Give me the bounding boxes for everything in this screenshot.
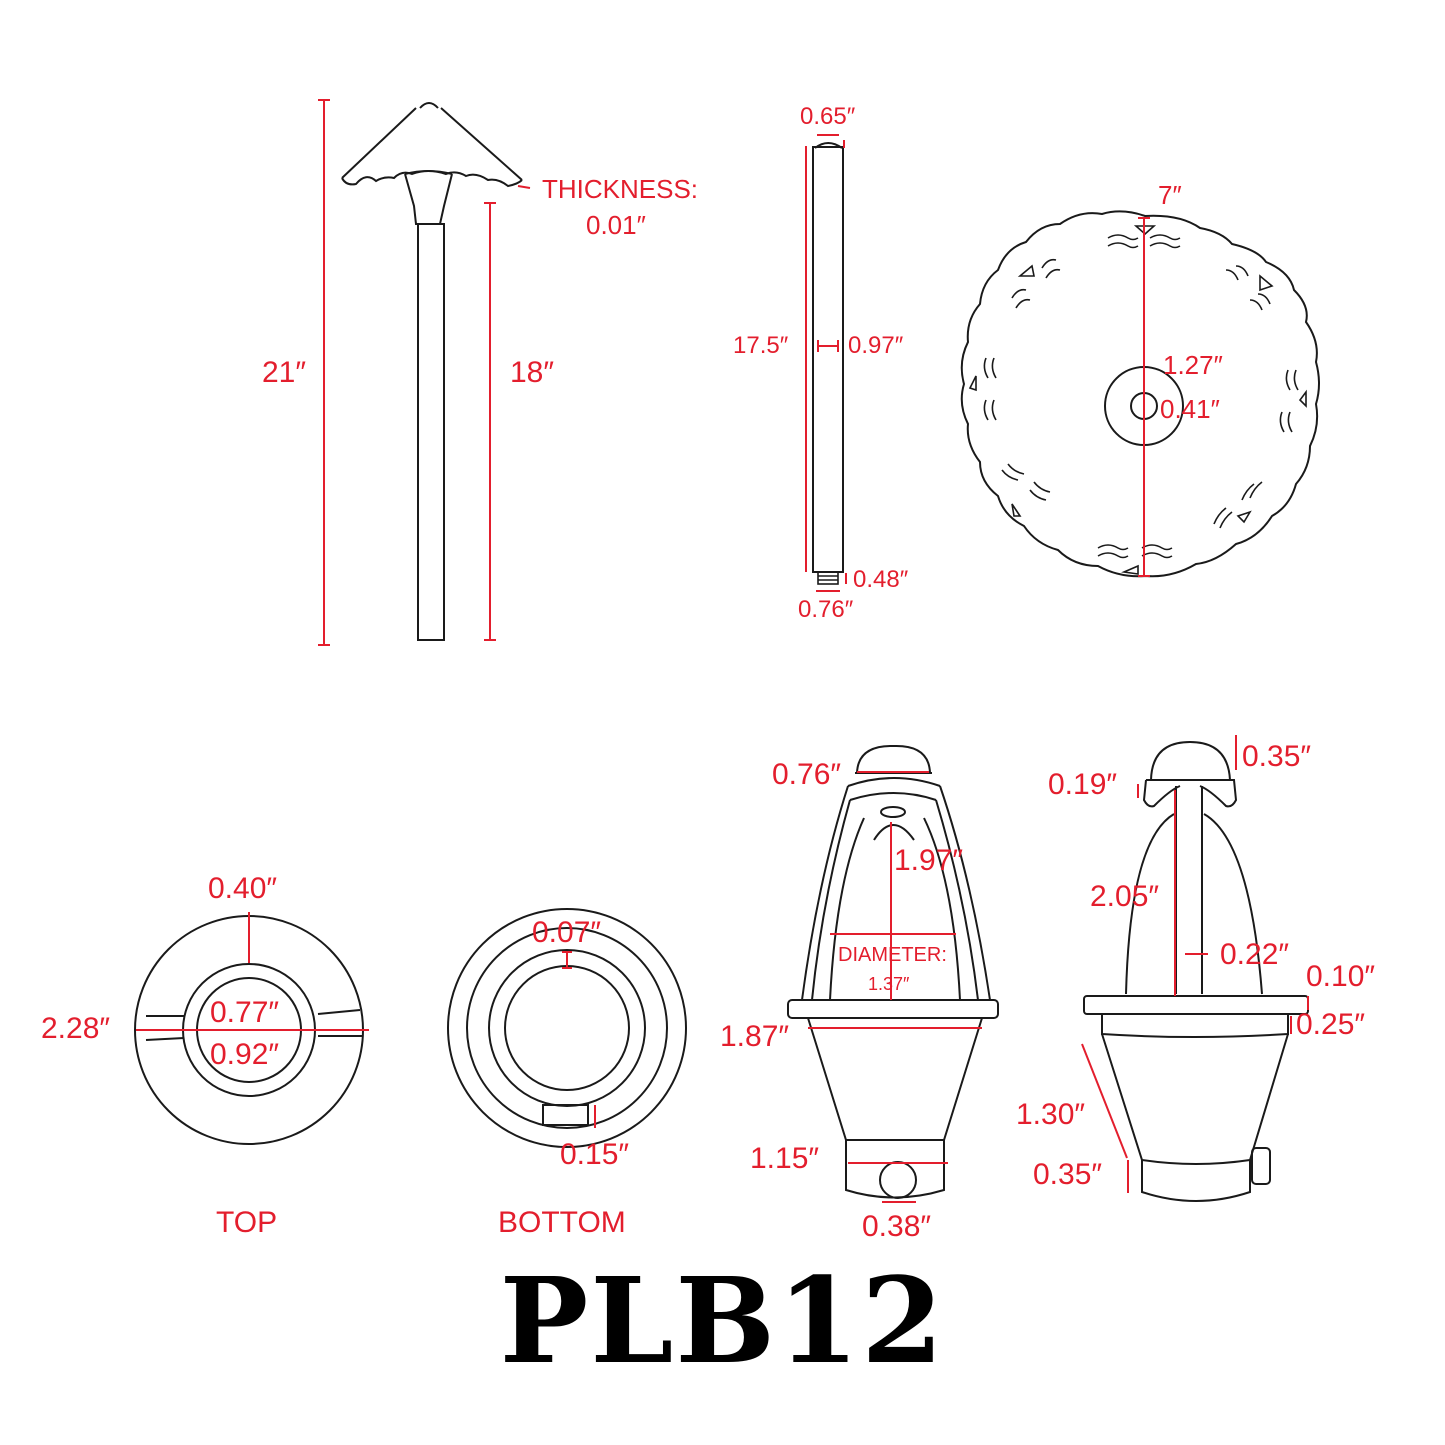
front-collar-width-label: 1.87″ <box>720 1020 790 1053</box>
side-view-drawing <box>1081 735 1309 1202</box>
bottom-view-drawing <box>447 908 687 1148</box>
bottom-view-caption: BOTTOM <box>498 1206 626 1239</box>
stem-length-label: 17.5″ <box>733 332 789 359</box>
front-diameter-label: DIAMETER: <box>838 944 947 966</box>
shade-ring-inner-label: 0.41″ <box>1160 394 1220 424</box>
front-knob-label: 0.38″ <box>862 1210 932 1243</box>
overall-height-label: 21″ <box>262 356 306 389</box>
front-cage-height-label: 1.97″ <box>894 844 964 877</box>
thickness-value: 0.01″ <box>586 210 646 240</box>
bottom-ring-gap-label: 0.07″ <box>532 916 602 949</box>
side-flange-label: 0.10″ <box>1306 960 1376 993</box>
thickness-label: THICKNESS: <box>542 174 699 204</box>
front-view-drawing <box>787 744 999 1203</box>
top-outer-diameter-label: 2.28″ <box>41 1012 111 1045</box>
side-collar-label: 0.25″ <box>1296 1008 1366 1041</box>
front-base-width-label: 1.15″ <box>750 1142 820 1175</box>
side-cap-rim-label: 0.19″ <box>1048 768 1118 801</box>
thread-diameter-label: 0.76″ <box>798 596 854 623</box>
top-wall-label: 0.40″ <box>208 872 278 905</box>
side-base-label: 0.35″ <box>1033 1158 1103 1191</box>
model-title: PLB12 <box>499 1251 946 1390</box>
shade-ring-outer-label: 1.27″ <box>1163 350 1223 380</box>
top-inner-diameter-b-label: 0.92″ <box>210 1038 280 1071</box>
side-taper-label: 1.30″ <box>1016 1098 1086 1131</box>
top-view-drawing <box>134 912 369 1145</box>
bottom-slot-label: 0.15″ <box>560 1138 630 1171</box>
front-diameter-value: 1.37″ <box>868 974 910 994</box>
stem-cap-width-label: 0.65″ <box>800 103 856 130</box>
stem-height-label: 18″ <box>510 356 554 389</box>
side-post-height-label: 2.05″ <box>1090 880 1160 913</box>
top-view-caption: TOP <box>216 1206 278 1239</box>
stem-diameter-label: 0.97″ <box>848 332 904 359</box>
assembled-fixture-drawing <box>318 99 531 646</box>
shade-diameter-label: 7″ <box>1158 180 1182 210</box>
top-inner-diameter-a-label: 0.77″ <box>210 996 280 1029</box>
side-post-width-label: 0.22″ <box>1220 938 1290 971</box>
side-cap-height-label: 0.35″ <box>1242 740 1312 773</box>
shade-top-view-drawing <box>960 210 1320 578</box>
thread-length-label: 0.48″ <box>853 566 909 593</box>
front-cap-width-label: 0.76″ <box>772 758 842 791</box>
stem-drawing <box>805 134 847 592</box>
